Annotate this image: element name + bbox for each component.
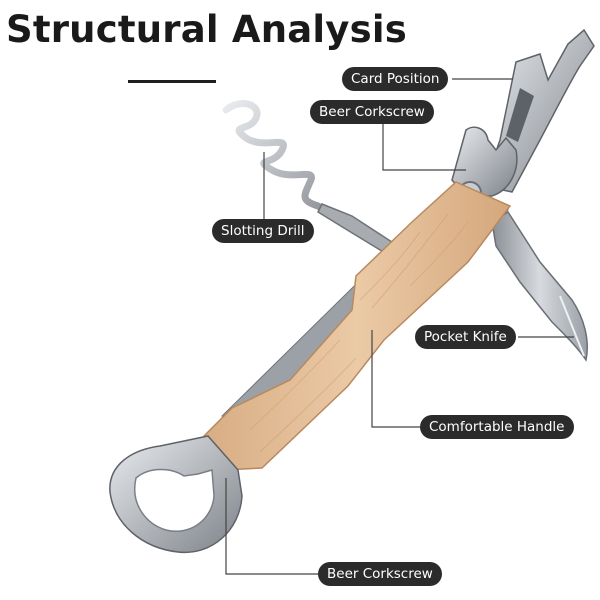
- corkscrew-spiral: [222, 100, 360, 230]
- top-bottle-hook: [451, 126, 518, 197]
- page-title: Structural Analysis: [6, 8, 407, 51]
- lever-slot: [506, 88, 534, 142]
- label-card-position: Card Position: [342, 67, 449, 91]
- leader-beer-corkscrew-top: [382, 122, 466, 171]
- title-underline: [128, 80, 216, 83]
- label-comfortable-handle: Comfortable Handle: [420, 415, 574, 439]
- pocket-knife-blade: [491, 210, 588, 362]
- label-beer-corkscrew-top: Beer Corkscrew: [310, 100, 434, 124]
- leader-lines: [225, 78, 574, 575]
- blade-edge-highlight: [559, 295, 585, 357]
- label-beer-corkscrew-bottom: Beer Corkscrew: [318, 562, 442, 586]
- leader-beer-corkscrew-bottom: [225, 478, 318, 575]
- leader-comfortable-handle: [371, 330, 420, 428]
- label-pocket-knife: Pocket Knife: [415, 325, 516, 349]
- wood-grain: [249, 213, 469, 453]
- label-slotting-drill: Slotting Drill: [212, 219, 314, 243]
- bottle-opener-hole: [134, 468, 215, 532]
